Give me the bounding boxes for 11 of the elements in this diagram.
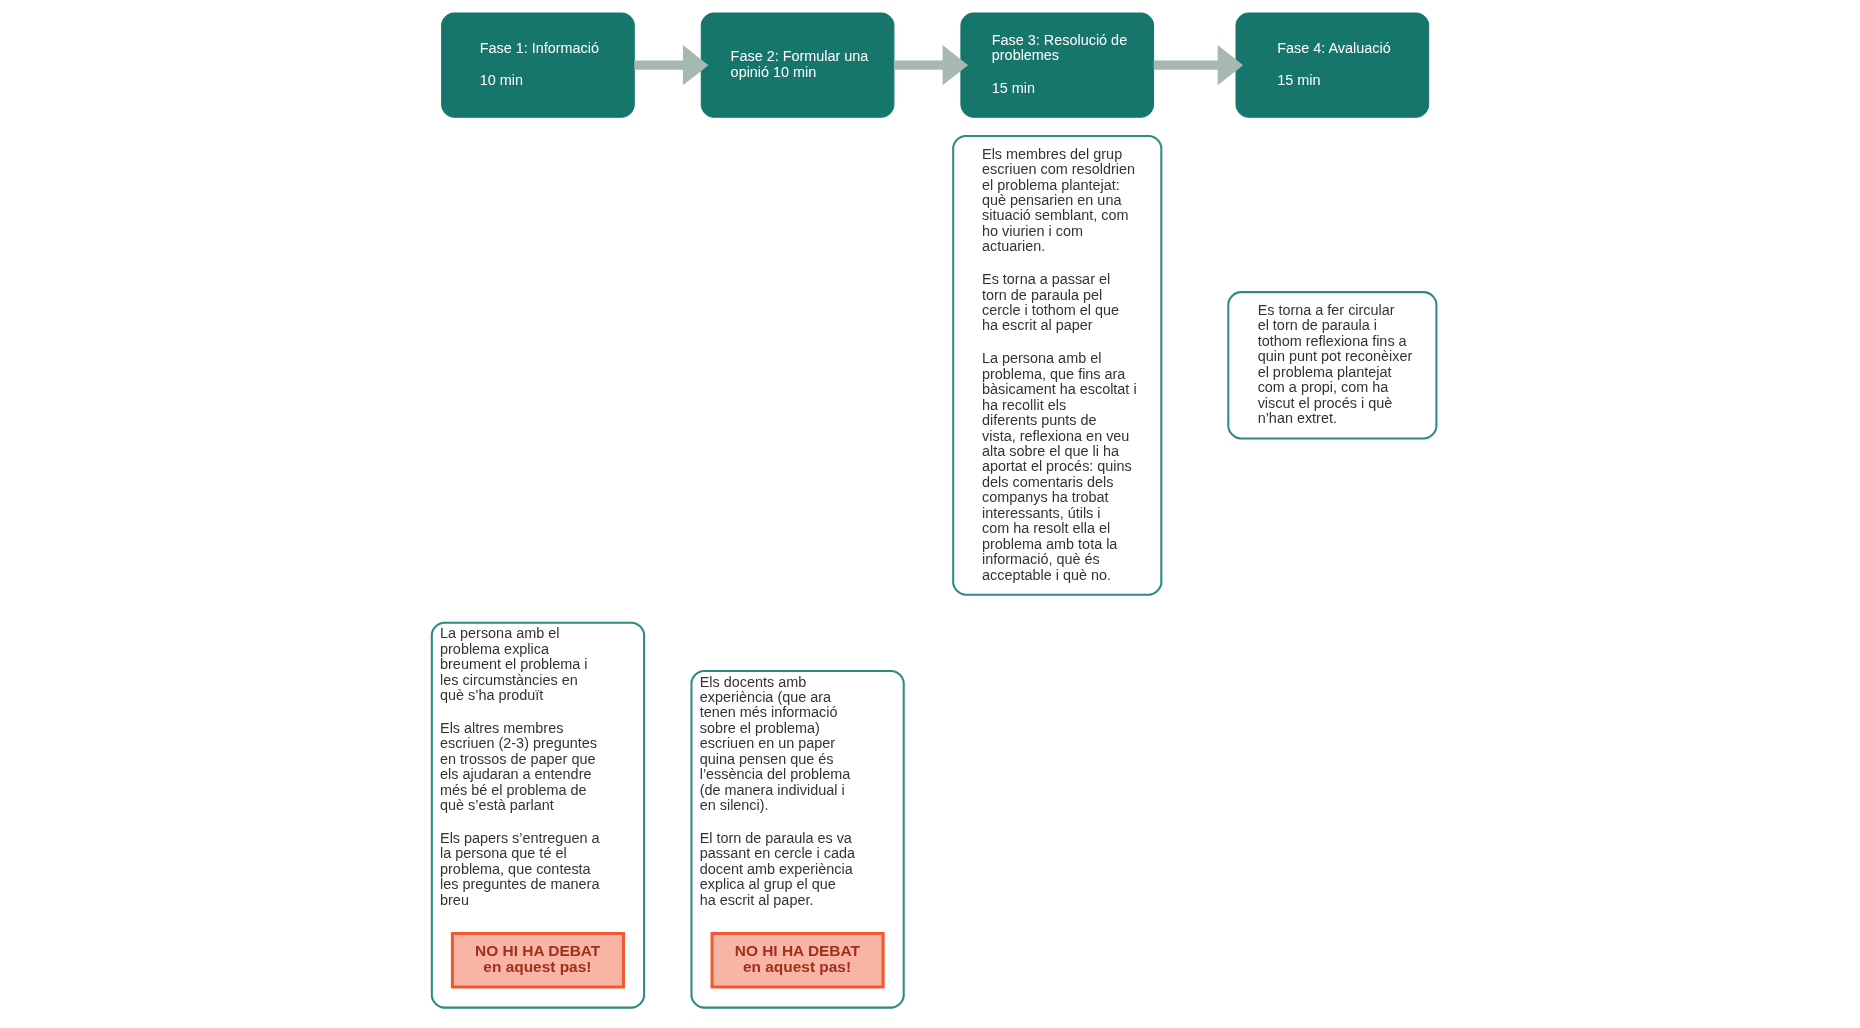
node-box: Els membres del grup escriuen com resoldrien el problema plantejat: què pensarien en una situació semblant, com ho viurien i com actuarien. Es torna a passar el torn de paraula pel cercle i tothom el que ha escrit al paper La persona amb el problema, que fins ara bàsicament ha escoltat i ha recollit els diferents punts de vista, reflexiona en veu alta sobre el que li ha aportat el procés: quins dels comentaris dels companys ha trobat interessants, útils i com ha resolt ella el problema amb tota la informació, què és acceptable i què no. — [952, 134, 1163, 596]
node-box: NO HI HA DEBAT en aquest pas! — [450, 931, 625, 989]
node-box: Fase 4: Avaluació 15 min — [1235, 12, 1430, 118]
node-box: NO HI HA DEBAT en aquest pas! — [710, 931, 885, 989]
arrow — [893, 44, 969, 85]
node-box: Fase 1: Informació 10 min — [441, 12, 635, 118]
arrow — [1153, 44, 1244, 85]
node-box: Es torna a fer circular el torn de paraula i tothom reflexiona fins a quin punt pot reconèixer el problema plantejat com a propi, com ha viscut el procés i què n’han extret. — [1227, 290, 1438, 439]
arrow — [634, 44, 709, 85]
node-box: Fase 3: Resolució de problemes 15 min — [960, 12, 1155, 118]
node-box: Fase 2: Formular una opinió 10 min — [700, 12, 895, 118]
